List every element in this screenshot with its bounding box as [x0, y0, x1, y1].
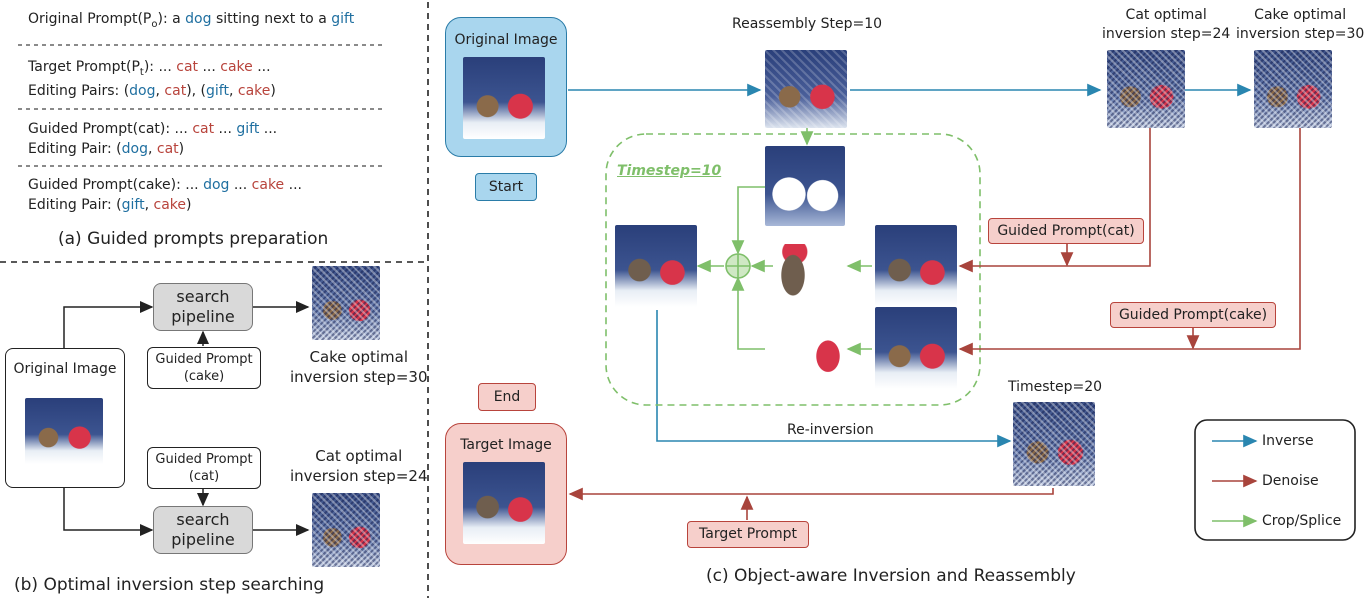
sep: ,: [155, 83, 165, 99]
word-gift: gift: [121, 197, 145, 213]
sep: ,: [144, 197, 154, 213]
sep: ,: [147, 141, 157, 157]
original-image-label: Original Image: [13, 361, 117, 377]
mask-image: [765, 146, 845, 226]
timestep-20-image: [1013, 402, 1095, 486]
sep: ): [178, 141, 185, 157]
word-dog: dog: [185, 11, 212, 27]
cat-crop-image: [775, 244, 811, 296]
pair-cat-label: Editing Pair: (: [28, 141, 122, 157]
guided-cat-label: Guided Prompt(cat): ...: [28, 121, 193, 137]
editing-pairs-label: Editing Pairs: (: [28, 83, 130, 99]
target-image-label: Target Image: [460, 437, 552, 453]
start-box: Start: [475, 173, 537, 201]
guided-prompt-cat-tag: Guided Prompt(cat): [988, 218, 1144, 244]
original-image-thumb-c: [463, 57, 545, 139]
timestep-10-label: Timestep=10: [617, 163, 722, 179]
reinversion-label: Re-inversion: [787, 422, 874, 438]
word-gift: gift: [206, 83, 229, 99]
word-dog: dog: [129, 83, 156, 99]
reassembly-step-label: Reassembly Step=10: [732, 16, 883, 32]
original-mid: sitting next to a: [211, 11, 332, 27]
target-mid: ...: [198, 59, 221, 75]
guided-prompt-cake-box: Guided Prompt (cake): [147, 347, 261, 389]
sep: ): [270, 83, 276, 99]
pair-cake-label: Editing Pair: (: [28, 197, 122, 213]
cake-noisy-image-b: [312, 266, 380, 340]
guided-prompt-cat-line: Guided Prompt(cat): ... cat ... gift ...: [28, 120, 277, 138]
word-cake: cake: [237, 83, 271, 99]
cake-crop-image: [810, 332, 846, 376]
sep: ...: [229, 177, 252, 193]
word-cat: cat: [164, 83, 187, 99]
word-cat: cat: [192, 121, 215, 137]
cat-step-label-b: Cat optimal inversion step=24: [290, 447, 428, 485]
word-dog: dog: [203, 177, 230, 193]
original-prompt-sub: o: [151, 18, 158, 30]
word-cake: cake: [251, 177, 285, 193]
cat-noisy-image-b: [312, 493, 380, 567]
sep: ): [186, 197, 192, 213]
sep: ,: [228, 83, 238, 99]
word-dog: dog: [121, 141, 148, 157]
editing-pairs-line: Editing Pairs: (dog, cat), (gift, cake): [28, 82, 276, 100]
caption-c: (c) Object-aware Inversion and Reassembl…: [706, 566, 1076, 586]
reassembly-image: [765, 50, 847, 128]
target-prompt-sub: t: [139, 66, 144, 78]
reassembled-image: [615, 225, 697, 307]
word-cat: cat: [176, 59, 199, 75]
sep: ...: [284, 177, 302, 193]
cake-denoised-image: [875, 307, 957, 389]
target-end: ...: [252, 59, 271, 75]
target-prompt-label: Target Prompt(P: [28, 59, 140, 75]
word-cake: cake: [153, 197, 187, 213]
search-pipeline-bottom: search pipeline: [153, 506, 253, 554]
caption-a: (a) Guided prompts preparation: [58, 229, 329, 249]
target-prompt-line: Target Prompt(Pt): ... cat ... cake ...: [28, 58, 271, 82]
target-prompt-sep: ): ...: [143, 59, 177, 75]
cat-denoised-image: [875, 225, 957, 307]
legend-denoise: Denoise: [1262, 473, 1319, 489]
target-image-thumb: [463, 462, 545, 544]
guided-cake-label: Guided Prompt(cake): ...: [28, 177, 204, 193]
sep: ), (: [186, 83, 207, 99]
word-gift: gift: [236, 121, 260, 137]
cake-noisy-image-c: [1254, 50, 1332, 128]
end-box: End: [478, 383, 536, 411]
editing-pair-cat-line: Editing Pair: (dog, cat): [28, 140, 184, 158]
cake-step-label-c: Cake optimal inversion step=30: [1236, 7, 1365, 42]
original-prompt-line: Original Prompt(Po): a dog sitting next …: [28, 10, 354, 34]
sep: ...: [259, 121, 278, 137]
original-image-label-c: Original Image: [454, 32, 558, 48]
cat-step-label-c: Cat optimal inversion step=24: [1102, 7, 1231, 42]
legend-inverse: Inverse: [1262, 433, 1314, 449]
word-cat: cat: [156, 141, 179, 157]
word-gift: gift: [331, 11, 355, 27]
guided-prompt-cat-box: Guided Prompt (cat): [147, 447, 261, 489]
caption-b: (b) Optimal inversion step searching: [14, 575, 325, 595]
target-prompt-tag: Target Prompt: [687, 521, 809, 548]
cat-noisy-image-c: [1107, 50, 1185, 128]
guided-prompt-cake-tag: Guided Prompt(cake): [1110, 302, 1276, 328]
guided-prompt-cake-line: Guided Prompt(cake): ... dog ... cake ..…: [28, 176, 302, 194]
original-image-thumb: [25, 398, 103, 464]
cake-step-label-b: Cake optimal inversion step=30: [290, 348, 428, 386]
original-prompt-sep: ): a: [157, 11, 186, 27]
editing-pair-cake-line: Editing Pair: (gift, cake): [28, 196, 191, 214]
legend-crop-splice: Crop/Splice: [1262, 513, 1342, 529]
timestep-20-label: Timestep=20: [1008, 379, 1103, 395]
sep: ...: [214, 121, 237, 137]
original-prompt-label: Original Prompt(P: [28, 11, 152, 27]
word-cake: cake: [220, 59, 253, 75]
search-pipeline-top: search pipeline: [153, 283, 253, 331]
